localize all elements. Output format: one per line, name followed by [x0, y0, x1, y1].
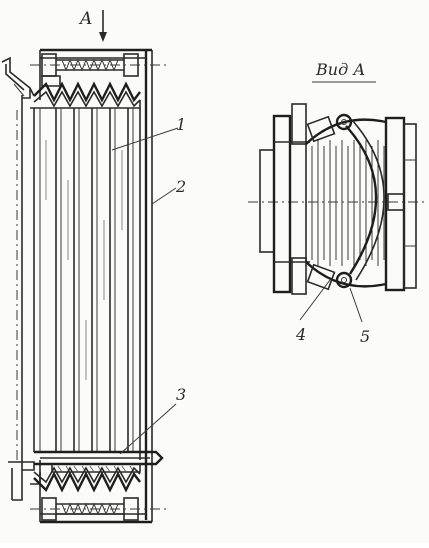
top-bracket	[1, 56, 31, 99]
housing-frame	[16, 48, 153, 524]
callout-3: 3	[176, 385, 186, 404]
view-a-hinge-bottom	[306, 263, 353, 291]
leader-line-3	[119, 403, 177, 455]
view-a-tie-links	[345, 119, 405, 281]
top-bellows	[29, 81, 141, 109]
callout-4: 4	[295, 325, 306, 344]
leader-line-2	[151, 187, 177, 205]
view-a-left-flange	[259, 103, 310, 295]
leader-line-4	[299, 279, 331, 321]
callout-5: 5	[360, 327, 370, 346]
bottom-bracket	[8, 461, 35, 501]
view-a-right-flange	[384, 116, 417, 292]
view-a-bellows	[305, 118, 387, 288]
bottom-bellows	[33, 466, 141, 493]
view-arrow-a: A	[78, 9, 107, 42]
arrow-label: A	[78, 9, 92, 29]
view-a-detail: Вид А	[248, 60, 428, 346]
bottom-bolt-assembly	[30, 497, 168, 521]
leader-line-1	[111, 127, 179, 151]
element-1-tube-bundle	[33, 100, 141, 460]
callout-2: 2	[175, 177, 186, 196]
leader-line-5	[349, 287, 363, 323]
view-a-title: Вид А	[315, 60, 365, 79]
view-a-hinge-top	[306, 113, 353, 143]
callout-1: 1	[176, 115, 186, 134]
main-section-view: A	[1, 9, 179, 524]
